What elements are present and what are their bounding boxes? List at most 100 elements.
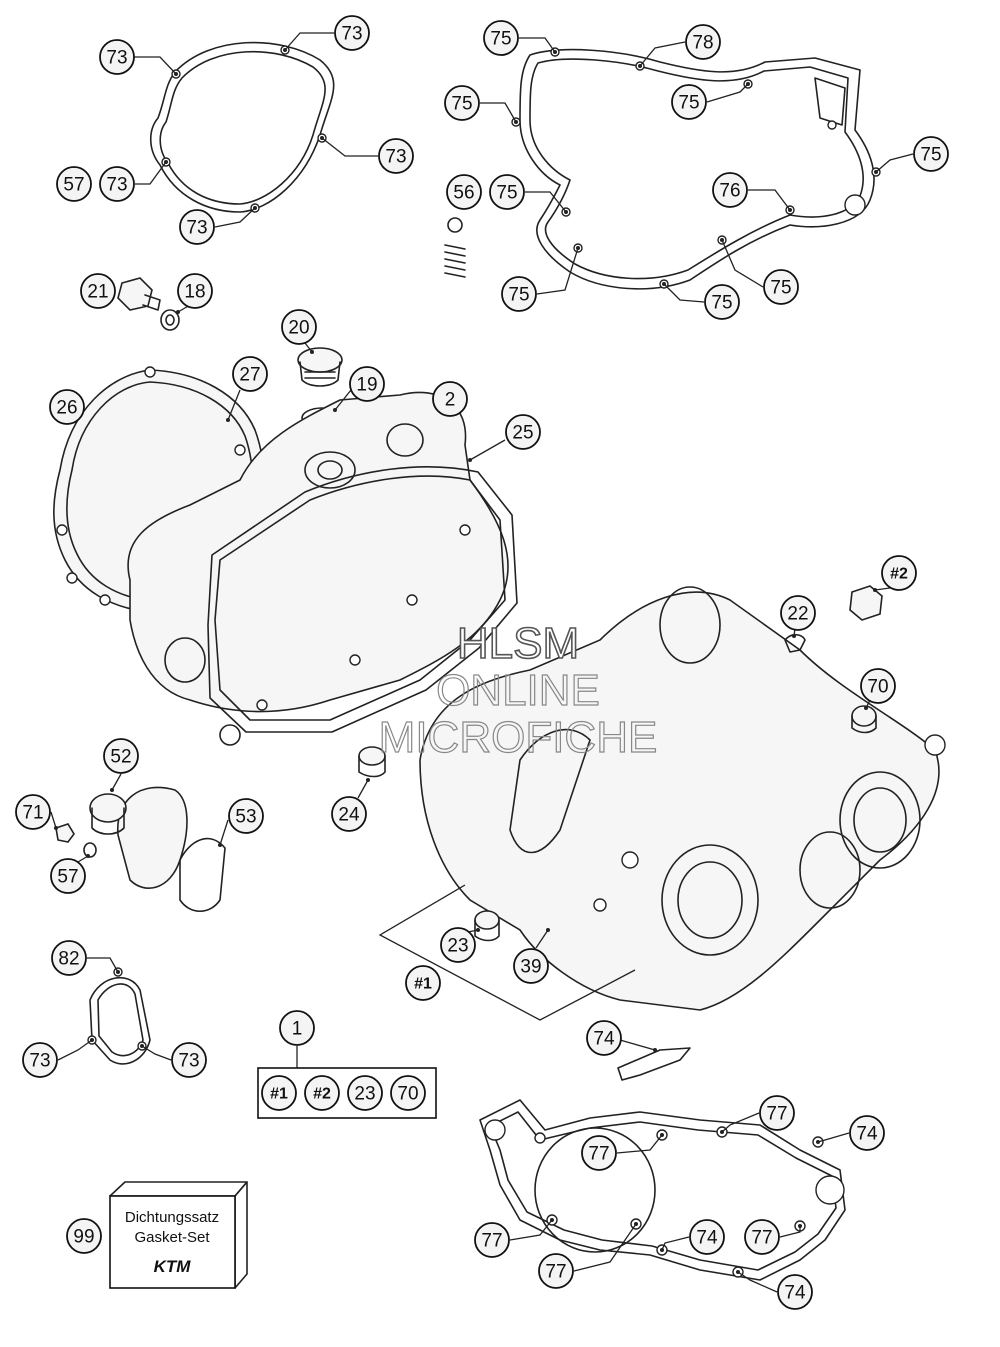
hose-clip (617, 1047, 691, 1081)
callout-73: 73 (99, 166, 135, 202)
leader-line (219, 819, 229, 846)
leader-line (334, 389, 352, 411)
leader-dot (86, 854, 90, 858)
leader-dot (333, 408, 337, 412)
callout-57-circle (50, 858, 86, 894)
callout-75-circle (913, 136, 949, 172)
callout-19: 19 (349, 366, 385, 402)
callout-76-label: 76 (719, 181, 740, 202)
callout-75: 75 (913, 136, 949, 172)
callout-74-label: 74 (593, 1029, 615, 1050)
callout-73: 73 (99, 39, 135, 75)
leader-line (619, 1039, 656, 1051)
leader-dot (140, 1044, 144, 1048)
callout-53-label: 53 (235, 807, 256, 828)
callout-77-circle (538, 1253, 574, 1289)
callout-71: 71 (15, 794, 51, 830)
gasket-set-label-en: Gasket-Set (134, 1229, 210, 1246)
dowel-sleeves (358, 746, 500, 942)
callout-77: 77 (538, 1253, 574, 1289)
leader-dot (283, 48, 287, 52)
leader-dot (116, 970, 120, 974)
callout-20: 20 (281, 309, 317, 345)
callout-77-circle (581, 1135, 617, 1171)
leader-line (284, 32, 334, 51)
watermark-line-2: ONLINE (436, 666, 600, 715)
callout-39-circle (513, 948, 549, 984)
leader-dot (746, 82, 750, 86)
kit-item-23-label: 23 (354, 1084, 375, 1105)
callout-75-circle (483, 20, 519, 56)
callout-ref-1-circle (405, 965, 441, 1001)
callout-22-circle (780, 595, 816, 631)
leader-dot (720, 238, 724, 242)
leader-line (480, 102, 517, 123)
callout-23: 23 (440, 927, 476, 963)
callout-77: 77 (759, 1095, 795, 1131)
callout-74-label: 74 (784, 1283, 806, 1304)
leader-line (661, 1236, 690, 1251)
callout-75-circle (489, 174, 525, 210)
callout-52-label: 52 (110, 747, 131, 768)
callout-2-circle (432, 381, 468, 417)
callout-52-circle (103, 738, 139, 774)
leader-dot (514, 120, 518, 124)
callout-70-label: 70 (867, 677, 888, 698)
ktm-logo: KTM (154, 1257, 192, 1276)
callout-77: 77 (744, 1219, 780, 1255)
callout-73-circle (171, 1042, 207, 1078)
leader-dot (253, 206, 257, 210)
callout-25: 25 (505, 414, 541, 450)
leader-line (737, 1271, 778, 1293)
callout-70: 70 (860, 668, 896, 704)
callout-75: 75 (704, 284, 740, 320)
callout-1-label: 1 (292, 1019, 303, 1040)
leader-line (57, 1039, 93, 1061)
leader-dot (310, 350, 314, 354)
kit-item-70-circle (390, 1075, 426, 1111)
leader-line (525, 191, 567, 213)
leader-line (536, 247, 579, 295)
callout-77: 77 (474, 1222, 510, 1258)
callout-71-label: 71 (22, 803, 43, 824)
leader-dot (226, 418, 230, 422)
leader-line (509, 1219, 553, 1241)
leader-line (721, 239, 764, 288)
callout-74: 74 (689, 1219, 725, 1255)
callout-73: 73 (22, 1042, 58, 1078)
leader-dot (90, 1038, 94, 1042)
leader-dot (54, 826, 58, 830)
callout-78-label: 78 (692, 33, 713, 54)
callout-82: 82 (51, 940, 87, 976)
callout-73: 73 (334, 15, 370, 51)
callout-26-label: 26 (56, 398, 77, 419)
callout-77-circle (744, 1219, 780, 1255)
leader-dot (873, 588, 877, 592)
leader-dot (638, 64, 642, 68)
callout-74: 74 (777, 1274, 813, 1310)
callout-75: 75 (763, 269, 799, 305)
callout-75-circle (444, 85, 480, 121)
callout-57-label: 57 (63, 175, 84, 196)
callout-22: 22 (780, 595, 816, 631)
leader-dot (788, 208, 792, 212)
callout-73-circle (99, 39, 135, 75)
callout-73: 73 (378, 138, 414, 174)
callout-70-circle (860, 668, 896, 704)
callout-73-label: 73 (186, 218, 207, 239)
leader-line (721, 1112, 760, 1133)
watermark-line-3: MICROFICHE (379, 713, 658, 762)
callout-23-circle (440, 927, 476, 963)
callout-73-circle (334, 15, 370, 51)
leader-dot (792, 634, 796, 638)
callout-74-circle (586, 1020, 622, 1056)
leader-dot (218, 843, 222, 847)
leader-line (616, 1134, 663, 1154)
callout-75-label: 75 (490, 29, 511, 50)
callout-57: 57 (56, 166, 92, 202)
callout-78: 78 (685, 24, 721, 60)
callout-57-circle (56, 166, 92, 202)
callout-73-circle (22, 1042, 58, 1078)
leader-line (663, 283, 705, 303)
